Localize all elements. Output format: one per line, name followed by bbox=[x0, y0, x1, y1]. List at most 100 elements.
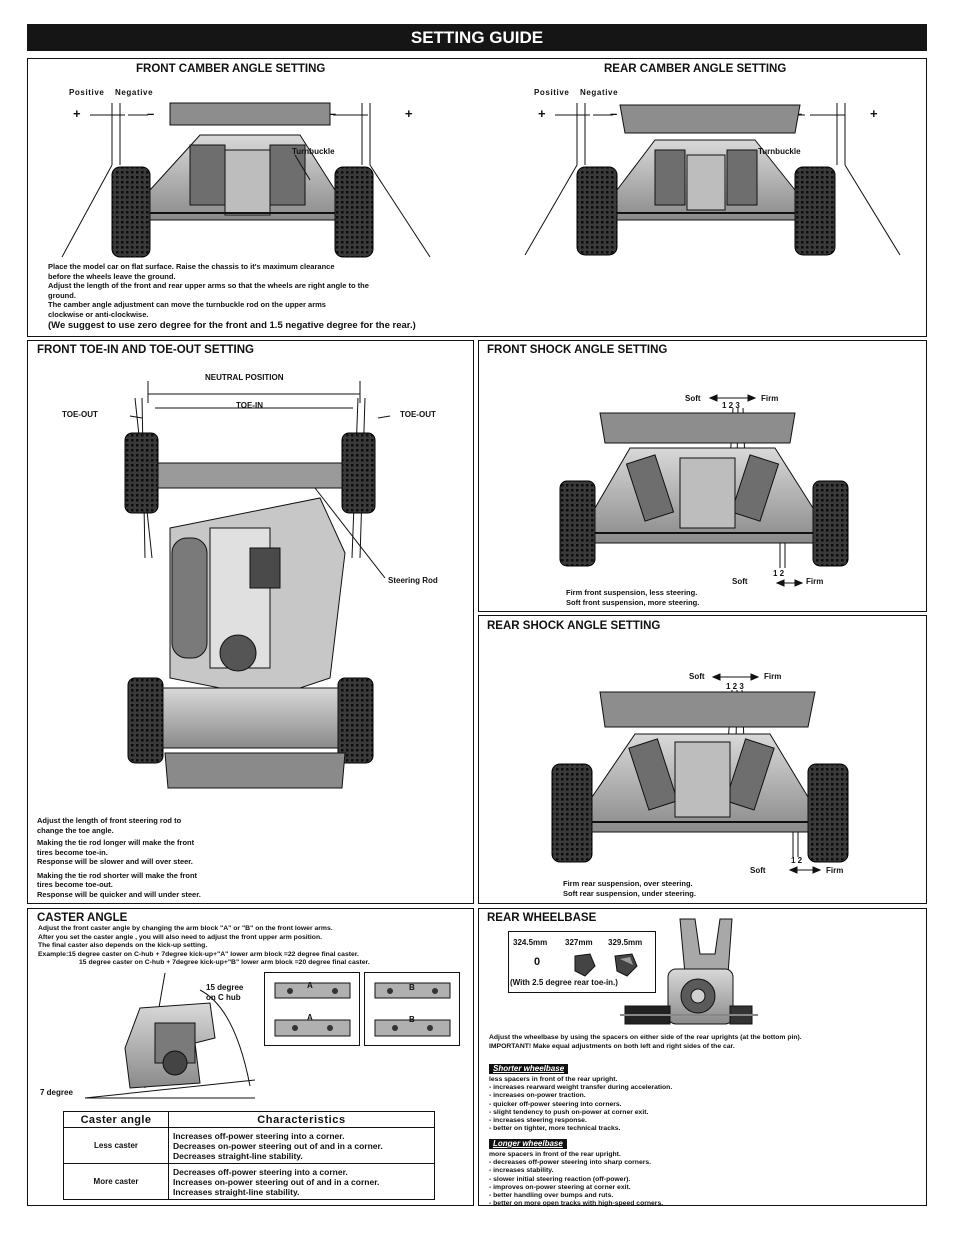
caster-intro-line: After you set the caster angle , you wil… bbox=[38, 933, 323, 941]
front-shock-firm-top: Firm bbox=[761, 394, 779, 403]
longer-wheelbase-tag: Longer wheelbase bbox=[489, 1139, 567, 1149]
camber-suggestion: (We suggest to use zero degree for the f… bbox=[48, 320, 416, 331]
rear-shock-holes-top: 1 2 3 bbox=[726, 682, 744, 691]
shorter-wheelbase-block: Shorter wheelbase less spacers in front … bbox=[489, 1058, 672, 1133]
rear-shock-section bbox=[478, 615, 927, 904]
shorter-wheelbase-tag: Shorter wheelbase bbox=[489, 1064, 569, 1074]
toe-title: FRONT TOE-IN AND TOE-OUT SETTING bbox=[37, 344, 255, 356]
rear-shock-note-line: Firm rear suspension, over steering. bbox=[563, 879, 693, 888]
longer-line: more spacers in front of the rear uprigh… bbox=[489, 1151, 621, 1158]
steering-rod-label: Steering Rod bbox=[388, 576, 438, 585]
caster-table-header: Caster angle Characteristics bbox=[63, 1111, 435, 1128]
front-shock-section bbox=[478, 340, 927, 612]
camber-note-line: Adjust the length of the front and rear … bbox=[48, 281, 369, 290]
wheelbase-intro-line: Adjust the wheelbase by using the spacer… bbox=[489, 1034, 802, 1041]
rear-minus-left: – bbox=[610, 106, 618, 121]
wheelbase-intro: Adjust the wheelbase by using the spacer… bbox=[489, 1034, 802, 1051]
toe-section bbox=[27, 340, 474, 904]
front-camber-diagram bbox=[61, 102, 431, 258]
caster-row-line: Increases off-power steering into a corn… bbox=[173, 1130, 345, 1141]
front-shock-title: FRONT SHOCK ANGLE SETTING bbox=[487, 344, 668, 356]
caster-row-line: Decreases on-power steering out of and i… bbox=[173, 1140, 383, 1151]
rear-camber-diagram bbox=[524, 103, 901, 256]
rear-shock-diagram bbox=[551, 673, 849, 874]
toe-in-label: TOE-IN bbox=[236, 401, 263, 410]
front-camber-title: FRONT CAMBER ANGLE SETTING bbox=[136, 63, 326, 75]
block-b-label-top: B bbox=[409, 983, 415, 992]
camber-note-line: The camber angle adjustment can move the… bbox=[48, 300, 326, 309]
toe-out-left-label: TOE-OUT bbox=[62, 410, 98, 419]
rear-shock-soft-top: Soft bbox=[689, 672, 705, 681]
block-b-panel bbox=[364, 972, 460, 1046]
camber-note-line: Place the model car on flat surface. Rai… bbox=[48, 262, 335, 271]
rear-camber-title: REAR CAMBER ANGLE SETTING bbox=[604, 63, 787, 75]
neutral-position-label: NEUTRAL POSITION bbox=[205, 373, 284, 382]
block-b-label-bottom: B bbox=[409, 1015, 415, 1024]
shorter-line: - better on tighter, more technical trac… bbox=[489, 1125, 621, 1133]
wheelbase-size-3: 329.5mm bbox=[608, 938, 643, 947]
caster-example-1: Example:15 degree caster on C-hub + 7deg… bbox=[38, 950, 359, 958]
front-shock-holes-bottom: 1 2 bbox=[773, 569, 785, 578]
spacer-icons bbox=[574, 953, 638, 977]
toe-notes: Adjust the length of front steering rod … bbox=[37, 816, 201, 899]
longer-line: - increases stability. bbox=[489, 1167, 554, 1175]
shorter-line: - slight tendency to push on-power at co… bbox=[489, 1108, 649, 1116]
caster-row-line: Decreases off-power steering into a corn… bbox=[173, 1166, 348, 1177]
front-shock-notes: Firm front suspension, less steering. So… bbox=[566, 588, 699, 607]
toe-note-line: Response will be slower and will over st… bbox=[37, 857, 193, 866]
rear-turnbuckle-label: Turnbuckle bbox=[758, 147, 801, 156]
caster-intro-line: The final caster also depends on the kic… bbox=[38, 942, 208, 949]
caster-row-text: Decreases off-power steering into a corn… bbox=[168, 1163, 435, 1200]
rear-plus-left: + bbox=[538, 106, 546, 121]
shorter-line: - quicker off-power steering into corner… bbox=[489, 1100, 622, 1108]
wheelbase-toe-note: (With 2.5 degree rear toe-in.) bbox=[510, 978, 618, 987]
block-a-label-bottom: A bbox=[307, 1013, 313, 1022]
block-a-diagram bbox=[274, 982, 351, 1037]
toe-note-line: change the toe angle. bbox=[37, 825, 114, 835]
caster-row-text: Increases off-power steering into a corn… bbox=[168, 1127, 435, 1164]
hub-label-2: on C hub bbox=[206, 993, 241, 1002]
block-a-panel bbox=[264, 972, 360, 1046]
longer-line: - better on more open tracks with high-s… bbox=[489, 1200, 664, 1208]
camber-notes: Place the model car on flat surface. Rai… bbox=[48, 262, 369, 319]
caster-example-2: 15 degree caster on C-hub + 7degree kick… bbox=[79, 959, 370, 966]
camber-note-line: ground. bbox=[48, 290, 76, 300]
caster-section bbox=[27, 908, 474, 1206]
caster-row-line: Increases on-power steering out of and i… bbox=[173, 1176, 380, 1187]
toe-note-line: tires become toe-out. bbox=[37, 880, 113, 889]
toe-note-line: Response will be quicker and will under … bbox=[37, 889, 201, 899]
front-shock-soft-bottom: Soft bbox=[732, 577, 748, 586]
rear-shock-firm-top: Firm bbox=[764, 672, 782, 681]
wheelbase-section bbox=[478, 908, 927, 1206]
wheelbase-title: REAR WHEELBASE bbox=[487, 912, 597, 924]
longer-line: - improves on-power steering at corner e… bbox=[489, 1183, 631, 1191]
page-title: SETTING GUIDE bbox=[27, 24, 927, 51]
caster-hub-diagram bbox=[84, 972, 256, 1099]
front-shock-firm-bottom: Firm bbox=[806, 577, 824, 586]
kickup-label: 7 degree bbox=[40, 1088, 73, 1097]
wheelbase-size-2: 327mm bbox=[565, 938, 593, 947]
front-turnbuckle-label: Turnbuckle bbox=[292, 147, 335, 156]
caster-row-label: Less caster bbox=[63, 1127, 169, 1164]
front-positive-label: Positive bbox=[69, 88, 105, 97]
caster-intro: Adjust the front caster angle by changin… bbox=[38, 925, 370, 968]
toe-out-right-label: TOE-OUT bbox=[400, 410, 436, 419]
toe-note-line: Making the tie rod longer will make the … bbox=[37, 838, 195, 847]
front-minus-right: – bbox=[329, 106, 337, 121]
caster-row-line: Increases straight-line stability. bbox=[173, 1186, 300, 1197]
block-b-diagram bbox=[374, 982, 451, 1037]
front-shock-diagram bbox=[559, 394, 849, 587]
caster-table-row: More caster Decreases off-power steering… bbox=[63, 1163, 435, 1200]
caster-row-line: Decreases straight-line stability. bbox=[173, 1150, 303, 1161]
front-shock-note-line: Soft front suspension, more steering. bbox=[566, 597, 700, 607]
shorter-line: - increases on-power traction. bbox=[489, 1092, 586, 1100]
camber-note-line: clockwise or anti-clockwise. bbox=[48, 309, 149, 319]
wheelbase-intro-line: IMPORTANT! Make equal adjustments on bot… bbox=[489, 1042, 735, 1050]
rear-negative-label: Negative bbox=[580, 88, 619, 97]
caster-row-label: More caster bbox=[63, 1163, 169, 1200]
front-plus-left: + bbox=[73, 106, 81, 121]
caster-table-header-left: Caster angle bbox=[63, 1111, 169, 1128]
rear-shock-note-line: Soft rear suspension, under steering. bbox=[563, 888, 696, 898]
caster-table-row: Less caster Increases off-power steering… bbox=[63, 1127, 435, 1164]
front-plus-right: + bbox=[405, 106, 413, 121]
